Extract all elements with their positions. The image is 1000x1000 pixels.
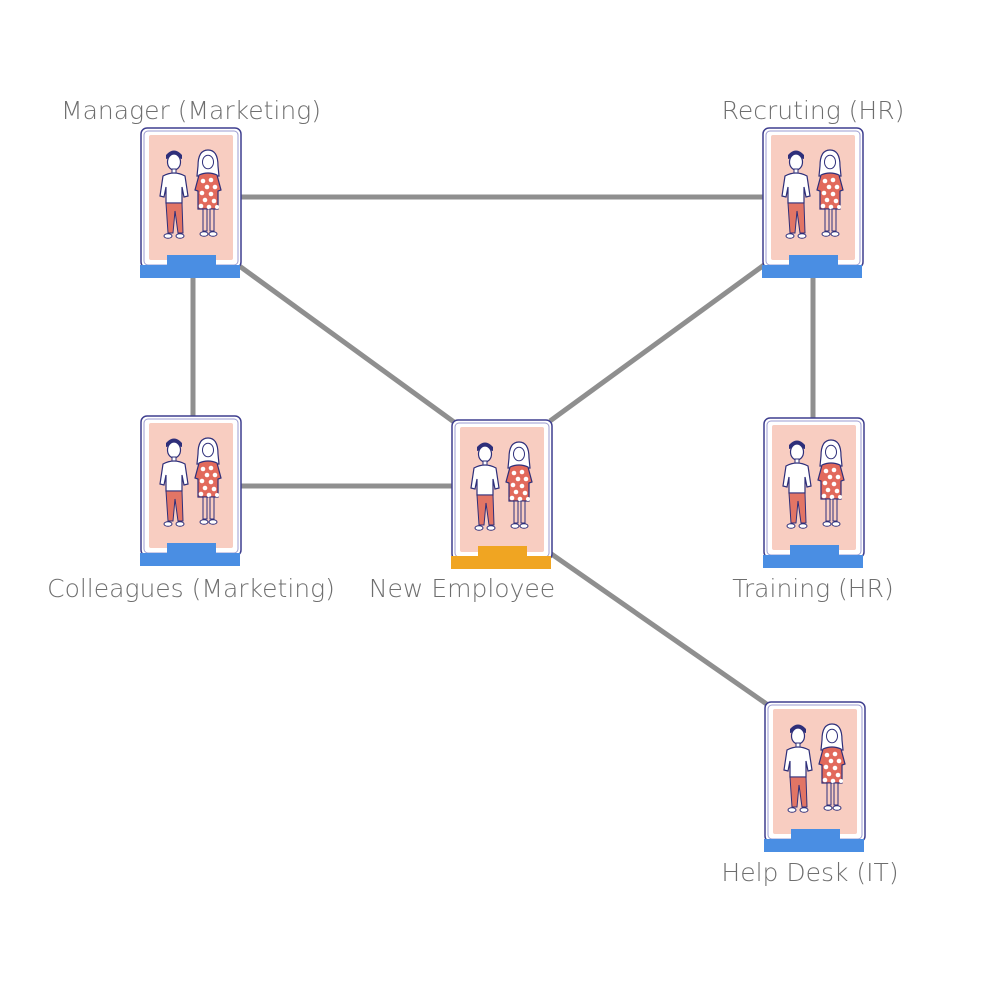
node-colleagues[interactable]: Colleagues (Marketing)	[47, 415, 335, 603]
node-base-tab	[789, 255, 838, 266]
node-new-employee[interactable]: New Employee	[369, 419, 555, 603]
node-label: Recruting (HR)	[722, 96, 905, 125]
node-base-tab	[167, 543, 216, 554]
edge-manager-new-employee	[236, 262, 456, 425]
people-illustration	[764, 701, 866, 843]
node-base-tab	[790, 545, 839, 556]
node-base-tab	[478, 546, 527, 557]
node-base	[140, 553, 240, 566]
people-illustration	[140, 127, 242, 269]
people-illustration	[451, 419, 553, 561]
people-illustration	[763, 417, 865, 559]
node-label: New Employee	[369, 574, 555, 603]
node-label: Manager (Marketing)	[61, 96, 321, 125]
node-base	[140, 265, 240, 278]
node-manager[interactable]: Manager (Marketing)	[61, 96, 321, 278]
people-illustration	[140, 415, 242, 557]
node-base-tab	[167, 255, 216, 266]
edge-new-employee-helpdesk	[548, 550, 770, 708]
edge-recruiting-new-employee	[548, 262, 766, 424]
node-training[interactable]: Training (HR)	[732, 417, 894, 603]
edges	[190, 194, 816, 708]
node-helpdesk[interactable]: Help Desk (IT)	[721, 701, 899, 887]
people-illustration	[762, 127, 864, 269]
node-label: Training (HR)	[732, 574, 893, 603]
node-label: Help Desk (IT)	[721, 858, 898, 887]
node-base	[762, 265, 862, 278]
node-base	[451, 556, 551, 569]
node-recruiting[interactable]: Recruting (HR)	[722, 96, 905, 278]
node-base	[764, 839, 864, 852]
node-base	[763, 555, 863, 568]
node-base-tab	[791, 829, 840, 840]
node-label: Colleagues (Marketing)	[47, 574, 335, 603]
